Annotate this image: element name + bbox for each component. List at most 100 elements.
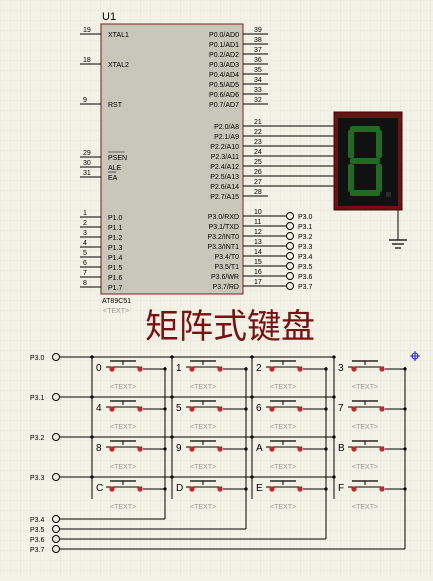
keypad-key[interactable]: 1 <TEXT> [170,355,248,391]
net-terminal-icon[interactable] [52,515,60,523]
net-terminal-icon[interactable] [286,252,294,260]
keypad-key[interactable]: 8<TEXT> [90,435,167,471]
microcontroller[interactable]: U1 AT89C51 <TEXT> 19XTAL118XTAL29RST29PS… [80,11,313,315]
pin-name: P1.5 [108,265,123,272]
net-terminal-icon[interactable] [52,353,60,361]
keypad-key[interactable]: 3<TEXT> [332,355,407,391]
keypad-key[interactable]: C<TEXT> [90,475,167,511]
net-terminal-icon[interactable] [286,222,294,230]
key-text-tag: <TEXT> [352,384,378,391]
seven-segment-display[interactable]: 8 [333,111,407,249]
col-net-label: P3.7 [30,547,45,554]
junction-dot [90,475,94,479]
keypad-key[interactable]: 0<TEXT> [90,355,167,391]
pin-number: 11 [254,219,261,226]
net-terminal-icon[interactable] [286,272,294,280]
net-terminal-icon[interactable] [52,545,60,553]
keypad-key[interactable]: 5<TEXT> [170,395,248,431]
segment [350,190,380,196]
chip-ref-label: U1 [102,11,116,23]
net-terminal-icon[interactable] [52,473,60,481]
net-terminal-icon[interactable] [52,393,60,401]
key-label: 1 [176,363,182,374]
pin-name: XTAL2 [108,62,129,69]
net-label: P3.5 [298,264,313,271]
key-label: F [338,483,344,494]
segment [350,126,380,132]
net-label: P3.3 [298,244,313,251]
key-text-tag: <TEXT> [190,384,216,391]
keypad-key[interactable]: F<TEXT> [332,475,407,511]
switch-contact-dot [297,406,303,412]
junction-dot [332,395,336,399]
net-terminal-icon[interactable] [286,232,294,240]
keypad-key[interactable]: 7<TEXT> [332,395,407,431]
pin-number: 5 [83,250,87,257]
keypad-key[interactable]: 2<TEXT> [250,355,328,391]
chip-body[interactable] [100,23,244,295]
net-label: P3.1 [298,224,313,231]
switch-contact-dot [109,446,115,452]
pin-number: 31 [83,170,91,177]
key-label-bg [94,440,106,454]
pin-name: P0.6/AD6 [209,92,239,99]
pin-name: P2.2/A10 [210,144,239,151]
segment [376,164,382,192]
junction-dot [163,367,167,371]
switch-contact-dot [351,366,357,372]
pin-number: 19 [83,27,91,34]
pin-name: P3.0/RXD [208,214,239,221]
key-label-bg [174,440,186,454]
keypad-key[interactable]: D<TEXT> [170,475,248,511]
net-terminal-icon[interactable] [52,525,60,533]
pin-name: EA [108,175,118,182]
pin-number: 26 [254,169,262,176]
switch-contact-dot [269,406,275,412]
pin-name: P3.5/T1 [214,264,239,271]
junction-dot [324,407,328,411]
keypad-key[interactable]: 4<TEXT> [90,395,167,431]
pin-number: 2 [83,220,87,227]
pin-name: P0.0/AD0 [209,32,239,39]
pin-number: 28 [254,189,262,196]
net-terminal-icon[interactable] [286,212,294,220]
ground-icon [389,239,407,249]
pin-number: 1 [83,210,87,217]
key-label-bg [174,400,186,414]
keypad-key[interactable]: E<TEXT> [250,475,328,511]
matrix-keypad[interactable]: P3.0P3.1P3.2P3.3P3.4P3.5P3.6P3.70<TEXT>1… [30,353,407,555]
key-label-bg [254,440,266,454]
keypad-key[interactable]: A<TEXT> [250,435,328,471]
keypad-key[interactable]: 6<TEXT> [250,395,328,431]
switch-contact-dot [109,406,115,412]
key-text-tag: <TEXT> [270,384,296,391]
key-label-bg [336,360,348,374]
junction-dot [403,487,407,491]
pin-number: 37 [254,47,262,54]
keypad-key[interactable]: 9<TEXT> [170,435,248,471]
pin-number: 36 [254,57,262,64]
net-terminal-icon[interactable] [286,282,294,290]
switch-contact-dot [217,486,223,492]
pin-name: P3.2/INT0 [207,234,239,241]
col-net-label: P3.6 [30,537,45,544]
switch-contact-dot [351,486,357,492]
key-text-tag: <TEXT> [190,504,216,511]
pin-number: 33 [254,87,262,94]
keypad-key[interactable]: B<TEXT> [332,435,407,471]
net-terminal-icon[interactable] [52,433,60,441]
net-label: P3.0 [298,214,313,221]
col-net-label: P3.4 [30,517,45,524]
pin-number: 32 [254,97,262,104]
net-label: P3.2 [298,234,313,241]
key-label-bg [174,360,186,374]
net-terminal-icon[interactable] [286,242,294,250]
net-terminal-icon[interactable] [52,535,60,543]
net-terminal-icon[interactable] [286,262,294,270]
key-label: E [256,483,263,494]
pin-name: P0.5/AD5 [209,82,239,89]
key-text-tag: <TEXT> [352,464,378,471]
pin-name: P3.6/WR [211,274,239,281]
switch-contact-dot [269,486,275,492]
